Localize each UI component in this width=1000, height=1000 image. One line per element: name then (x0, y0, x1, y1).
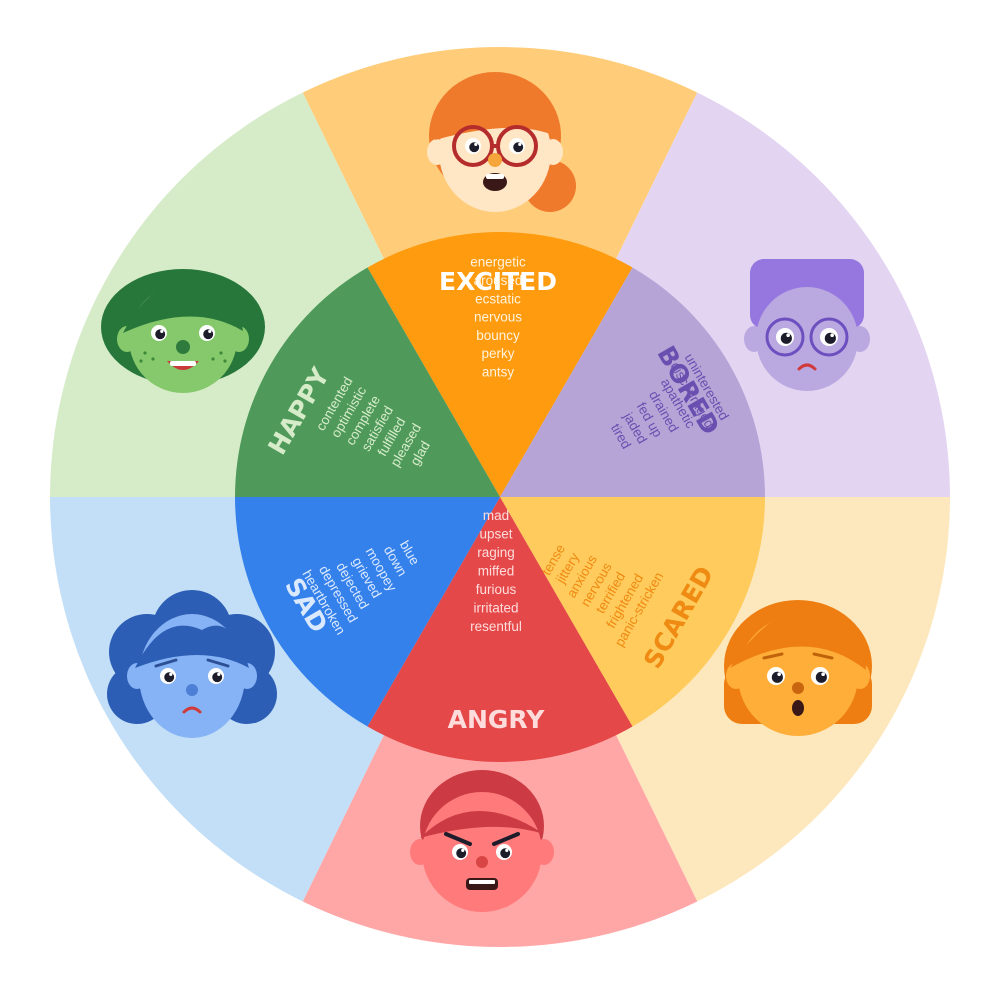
nose (488, 153, 502, 167)
nose (186, 684, 198, 696)
left-eye-pupil (469, 142, 479, 152)
teeth (170, 361, 196, 366)
emotion-word: nervous (474, 310, 522, 325)
emotion-word: irritated (473, 601, 518, 616)
emotion-word: miffed (478, 564, 515, 579)
left-eye-glint (474, 143, 477, 146)
emotion-word: antsy (482, 364, 515, 379)
freckle (211, 357, 214, 360)
face-shape (422, 792, 542, 912)
emotion-title-angry: ANGRY (448, 705, 546, 734)
face-shape (756, 287, 858, 391)
right-eye-pupil (212, 672, 222, 682)
right-eye-pupil (500, 848, 510, 858)
left-eye-glint (786, 333, 790, 337)
teeth (469, 880, 495, 884)
emotion-word: perky (481, 346, 514, 361)
right-eye-pupil (825, 333, 836, 344)
freckle (139, 359, 142, 362)
right-eye-glint (821, 672, 825, 676)
emotion-word: mad (483, 508, 509, 523)
freckle (151, 357, 154, 360)
right-eye-glint (505, 849, 508, 852)
left-eye-pupil (164, 672, 174, 682)
freckle (223, 359, 226, 362)
teeth (486, 174, 504, 179)
emotion-word: resentful (470, 619, 522, 634)
right-eye-pupil (513, 142, 523, 152)
face-scared (724, 600, 872, 736)
left-eye-pupil (772, 672, 783, 683)
right-eye-pupil (816, 672, 827, 683)
left-eye-glint (169, 673, 172, 676)
emotion-word: raging (477, 545, 515, 560)
left-eye-glint (777, 672, 781, 676)
freckle (143, 351, 146, 354)
emotion-word: upset (479, 527, 512, 542)
freckle (219, 351, 222, 354)
emotion-word: furious (476, 582, 517, 597)
right-eye-glint (830, 333, 834, 337)
left-eye-pupil (456, 848, 466, 858)
mouth-gasp (792, 700, 804, 716)
left-eye-glint (160, 330, 163, 333)
left-eye-pupil (155, 329, 165, 339)
nose (792, 682, 804, 694)
nose (176, 340, 190, 354)
right-eye-glint (208, 330, 211, 333)
right-eye-pupil (203, 329, 213, 339)
emotion-word: bouncy (476, 328, 520, 343)
emotion-word: energetic (470, 255, 526, 270)
right-eye-glint (518, 143, 521, 146)
emotion-word: aroused (474, 273, 523, 288)
emotion-word: ecstatic (475, 291, 521, 306)
left-eye-glint (461, 849, 464, 852)
nose (476, 856, 488, 868)
left-eye-pupil (781, 333, 792, 344)
right-eye-glint (217, 673, 220, 676)
